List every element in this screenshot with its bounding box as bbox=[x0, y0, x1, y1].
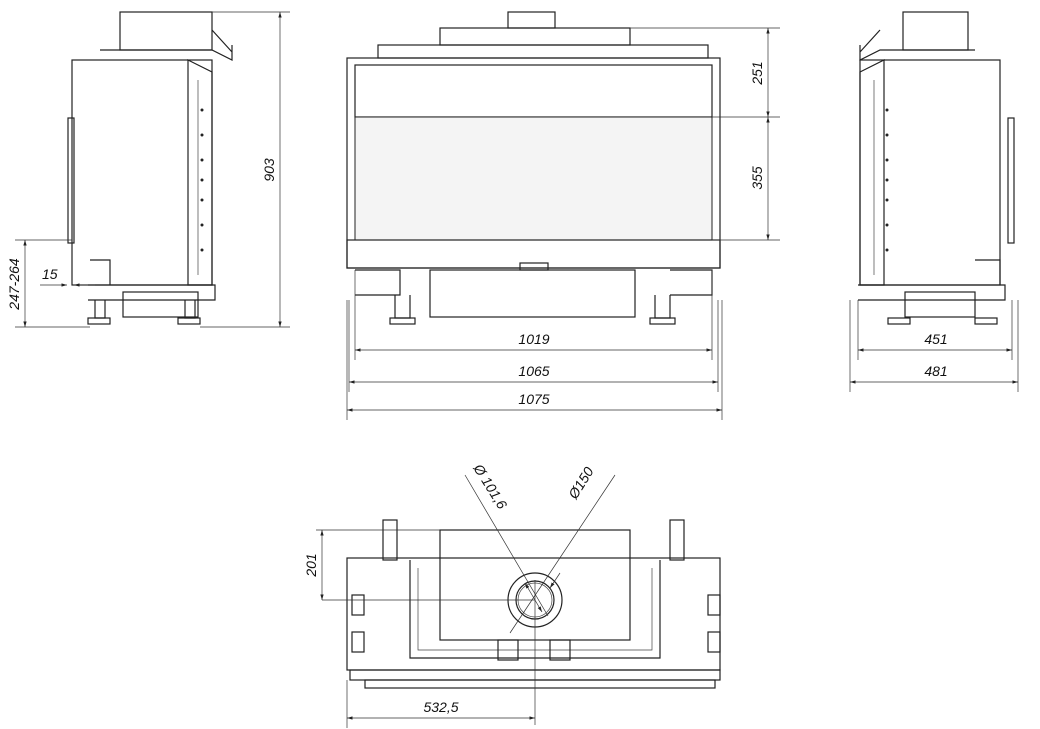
dim-offset: 15 bbox=[42, 266, 58, 282]
dim-depth-inner: 451 bbox=[924, 331, 947, 347]
dim-glass: 355 bbox=[749, 166, 765, 190]
dim-flue-center: 532,5 bbox=[423, 699, 458, 715]
right-side-view bbox=[849, 11, 1019, 392]
top-view bbox=[316, 474, 721, 728]
dim-leg-height: 247-264 bbox=[6, 258, 22, 311]
dim-width-outer: 1075 bbox=[518, 391, 549, 407]
dim-width-mid: 1065 bbox=[518, 363, 549, 379]
left-side-view bbox=[15, 11, 290, 328]
dim-flue-outer: Ø150 bbox=[564, 464, 596, 503]
dim-width-inner: 1019 bbox=[518, 331, 549, 347]
dim-height: 903 bbox=[261, 158, 277, 182]
dim-depth-outer: 481 bbox=[924, 363, 947, 379]
dim-top: 251 bbox=[749, 61, 765, 85]
dim-flue-inner: Ø 101,6 bbox=[470, 460, 511, 512]
dim-flue-depth: 201 bbox=[303, 553, 319, 577]
front-view bbox=[346, 11, 780, 420]
